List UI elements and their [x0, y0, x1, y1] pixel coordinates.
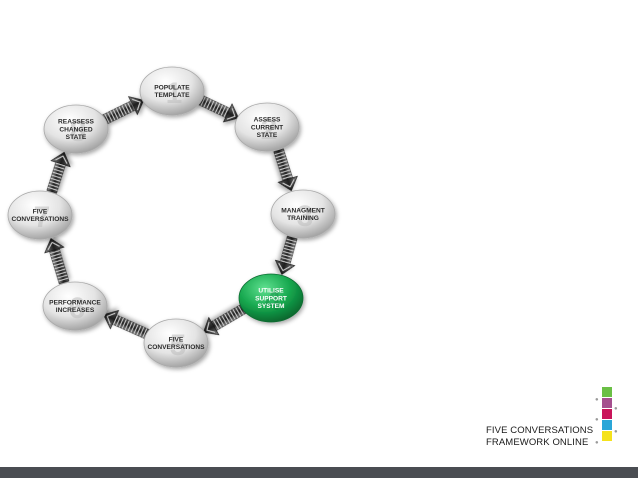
footer-bar: [0, 467, 638, 478]
node-number: 6: [69, 292, 86, 325]
brand-line-1: FIVE CONVERSATIONS: [486, 425, 594, 436]
node-label-line: STATE: [66, 134, 87, 141]
brand-name: FIVE CONVERSATIONS FRAMEWORK ONLINE: [486, 425, 593, 448]
brand-line-2: FRAMEWORK ONLINE: [486, 436, 589, 448]
brand-bar-purple: [602, 398, 612, 408]
node-number: 5: [170, 329, 187, 362]
node-ellipse: [7, 190, 73, 240]
node-label-line: CONVERSATIONS: [11, 216, 69, 223]
cycle-nodes: 1POPULATETEMPLATE2ASSESSCURRENTSTATE3MAN…: [7, 66, 336, 368]
brand-bar-magenta: [602, 409, 612, 419]
node-number: 4: [265, 284, 282, 317]
connector-arrow: [103, 309, 150, 340]
node-label-line: POPULATE: [154, 85, 190, 92]
connector-arrow: [273, 148, 298, 192]
connector-arrow: [44, 238, 70, 285]
node-label-line: CONVERSATIONS: [147, 344, 205, 351]
person-icon: ●: [614, 429, 618, 435]
node-label-line: CHANGED: [59, 126, 93, 133]
brand-logo: ● ● ● ● ● FIVE CONVERSATIONS FRAMEWORK O…: [486, 387, 618, 451]
node-number: 1: [166, 77, 183, 110]
connector-arrow: [197, 95, 239, 123]
node-label-line: REASSESS: [58, 119, 95, 126]
node-ellipse: [143, 318, 209, 368]
brand-bar-blue: [602, 420, 612, 430]
node-number: 7: [34, 201, 51, 234]
node-label-line: TRAINING: [287, 215, 319, 222]
node-label-line: TEMPLATE: [154, 92, 190, 99]
node-number: 2: [261, 113, 278, 146]
node-label-line: ASSESS: [254, 117, 281, 124]
node-label-line: FIVE: [33, 209, 48, 216]
person-icon: ●: [614, 406, 618, 412]
node-label-line: SUPPORT: [255, 295, 287, 302]
connector-arrows: [44, 95, 298, 340]
person-icon: ●: [595, 397, 599, 403]
brand-bar-yellow: [602, 431, 612, 441]
node-ellipse: [139, 66, 205, 116]
person-icon: ●: [595, 417, 599, 423]
node-label-line: INCREASES: [56, 307, 95, 314]
node-label-line: UTILISE: [258, 288, 284, 295]
node-ellipse: [42, 281, 108, 331]
brand-bar-green: [602, 387, 612, 397]
connector-arrow: [274, 235, 298, 275]
node-number: 8: [70, 115, 87, 148]
person-icon: ●: [595, 440, 599, 446]
connector-arrow: [203, 304, 247, 336]
node-label-line: PERFORMANCE: [49, 300, 101, 307]
node-number: 3: [297, 200, 314, 233]
node-label-line: MANAGMENT: [281, 208, 325, 215]
node-label-line: SYSTEM: [257, 303, 285, 310]
node-label-line: CURRENT: [251, 124, 283, 131]
node-ellipse: [238, 273, 304, 323]
node-ellipse: [234, 102, 300, 152]
connector-arrow: [101, 96, 145, 125]
node-label-line: STATE: [257, 132, 278, 139]
node-ellipse: [43, 104, 109, 154]
node-label-line: FIVE: [169, 337, 184, 344]
node-ellipse: [270, 189, 336, 239]
connector-arrow: [46, 151, 71, 194]
